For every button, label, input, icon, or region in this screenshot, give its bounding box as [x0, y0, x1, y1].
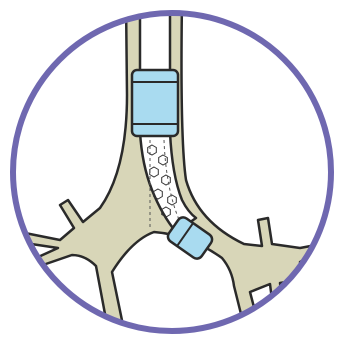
upper-balloon [132, 70, 178, 136]
